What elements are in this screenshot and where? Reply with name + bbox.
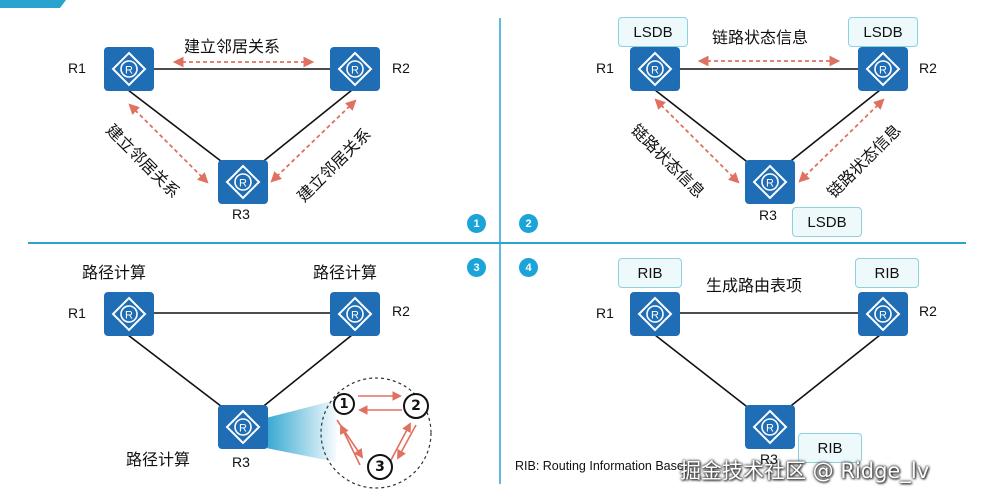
- svg-text:R: R: [766, 423, 774, 435]
- router-label-r1: R1: [68, 60, 86, 76]
- rib-box-r2: RIB: [855, 258, 919, 288]
- panel4-links: [654, 312, 881, 414]
- panel2-links: [654, 68, 881, 169]
- svg-text:R: R: [351, 310, 359, 322]
- step-badge-4: 4: [519, 258, 538, 277]
- router-icon: R: [104, 47, 154, 91]
- step-badge-2: 2: [519, 214, 538, 233]
- router-label-r1: R1: [596, 305, 614, 321]
- router-label-r1: R1: [68, 305, 86, 321]
- step-badge-3: 3: [467, 258, 486, 277]
- watermark: 掘金技术社区 @ Ridge_lv: [680, 459, 930, 483]
- spf-node-2: 2: [403, 393, 429, 419]
- router-label-r1: R1: [596, 60, 614, 76]
- router-icon: R: [630, 47, 680, 91]
- svg-text:R: R: [125, 310, 133, 322]
- router-icon: R: [330, 292, 380, 336]
- svg-text:R: R: [351, 65, 359, 77]
- spf-label-r1: 路径计算: [82, 263, 147, 282]
- panel3-links: [127, 312, 353, 414]
- router-label-r2: R2: [919, 60, 937, 76]
- svg-text:R: R: [766, 178, 774, 190]
- route-entry-title: 生成路由表项: [706, 276, 803, 295]
- rib-box-r3: RIB: [798, 433, 862, 463]
- router-icon: R: [745, 160, 795, 204]
- panel2-arrows: [654, 55, 885, 184]
- spf-node-3: 3: [367, 454, 393, 480]
- step-badge-1: 1: [467, 214, 486, 233]
- panel1-arrows: [128, 56, 357, 184]
- lsdb-box-r2: LSDB: [848, 17, 918, 47]
- spf-label-r2: 路径计算: [313, 263, 378, 282]
- router-icon: R: [630, 292, 680, 336]
- rib-footnote: RIB: Routing Information Base: [515, 459, 684, 473]
- lsdb-box-r3: LSDB: [792, 207, 862, 237]
- router-icon: R: [330, 47, 380, 91]
- svg-text:R: R: [239, 423, 247, 435]
- rib-box-r1: RIB: [618, 258, 682, 288]
- router-label-r3: R3: [232, 454, 250, 470]
- router-icon: R: [104, 292, 154, 336]
- zoom-circle: [320, 377, 432, 489]
- router-label-r2: R2: [919, 303, 937, 319]
- spf-arrows: [336, 391, 417, 466]
- svg-text:R: R: [125, 65, 133, 77]
- router-icon: R: [858, 47, 908, 91]
- spf-node-1: 1: [333, 393, 355, 415]
- svg-text:R: R: [879, 65, 887, 77]
- router-label-r3: R3: [759, 207, 777, 223]
- neighbor-label-top: 建立邻居关系: [184, 37, 281, 56]
- router-icon: R: [858, 292, 908, 336]
- lsdb-box-r1: LSDB: [618, 17, 688, 47]
- router-icon: R: [218, 160, 268, 204]
- svg-text:R: R: [879, 310, 887, 322]
- router-label-r2: R2: [392, 303, 410, 319]
- svg-text:R: R: [239, 178, 247, 190]
- panel1-links: [127, 68, 353, 169]
- corner-stripe: [0, 0, 66, 8]
- svg-text:R: R: [651, 310, 659, 322]
- zoom-beam: [266, 400, 336, 462]
- router-icon: R: [218, 405, 268, 449]
- svg-text:R: R: [651, 65, 659, 77]
- router-label-r2: R2: [392, 60, 410, 76]
- lsa-label-top: 链路状态信息: [712, 28, 809, 47]
- router-label-r3: R3: [232, 206, 250, 222]
- router-label-r3: R3: [760, 451, 778, 467]
- router-icon: R: [745, 405, 795, 449]
- spf-label-r3: 路径计算: [126, 450, 191, 469]
